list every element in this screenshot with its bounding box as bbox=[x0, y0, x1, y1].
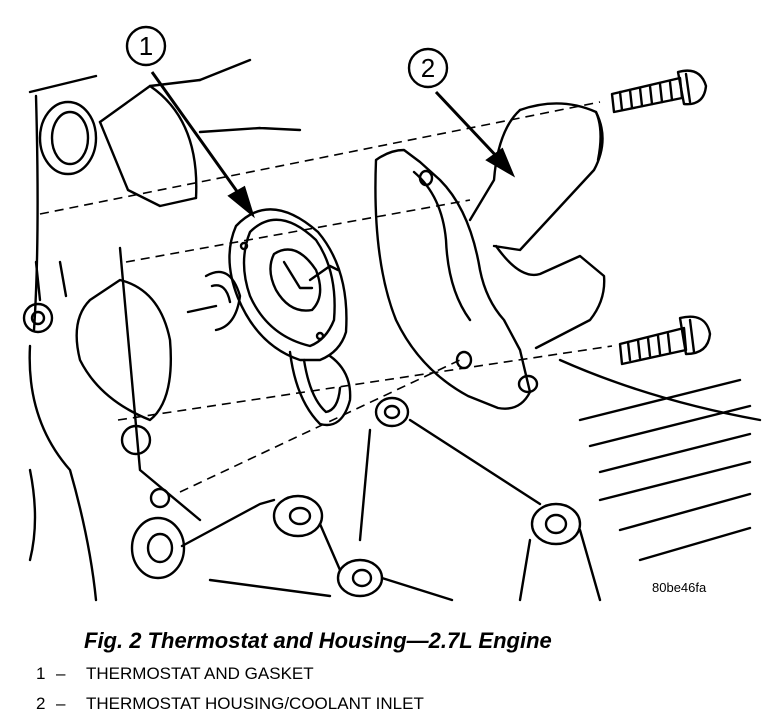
bolt-lower bbox=[618, 315, 712, 366]
legend-number: 2 bbox=[36, 694, 46, 713]
callout-1: 1 bbox=[125, 25, 167, 67]
figure-caption: Fig. 2 Thermostat and Housing—2.7L Engin… bbox=[84, 628, 552, 653]
leader-arrow-2 bbox=[434, 90, 502, 162]
legend-item: 1– THERMOSTAT AND GASKET bbox=[36, 664, 314, 684]
thermostat-housing-illustration: 1 2 bbox=[22, 25, 762, 602]
callout-2: 2 bbox=[407, 47, 449, 89]
legend-dash: – bbox=[56, 664, 66, 683]
figure-source-id: 80be46fa bbox=[652, 580, 707, 595]
legend-dash: – bbox=[56, 694, 66, 713]
engine-plug bbox=[38, 100, 98, 176]
legend-text: THERMOSTAT AND GASKET bbox=[86, 664, 314, 683]
block-ribs bbox=[558, 358, 762, 562]
svg-text:1: 1 bbox=[139, 31, 153, 61]
engine-boss bbox=[98, 58, 252, 208]
thermostat-and-gasket bbox=[186, 208, 352, 427]
legend-item: 2– THERMOSTAT HOUSING/COOLANT INLET bbox=[36, 694, 424, 714]
engine-block-outline bbox=[22, 74, 302, 602]
bolt-upper bbox=[610, 69, 708, 114]
legend-number: 1 bbox=[36, 664, 46, 683]
svg-text:2: 2 bbox=[421, 53, 435, 83]
legend-text: THERMOSTAT HOUSING/COOLANT INLET bbox=[86, 694, 424, 713]
leader-arrow-1 bbox=[150, 71, 248, 205]
lower-bosses bbox=[130, 396, 602, 602]
